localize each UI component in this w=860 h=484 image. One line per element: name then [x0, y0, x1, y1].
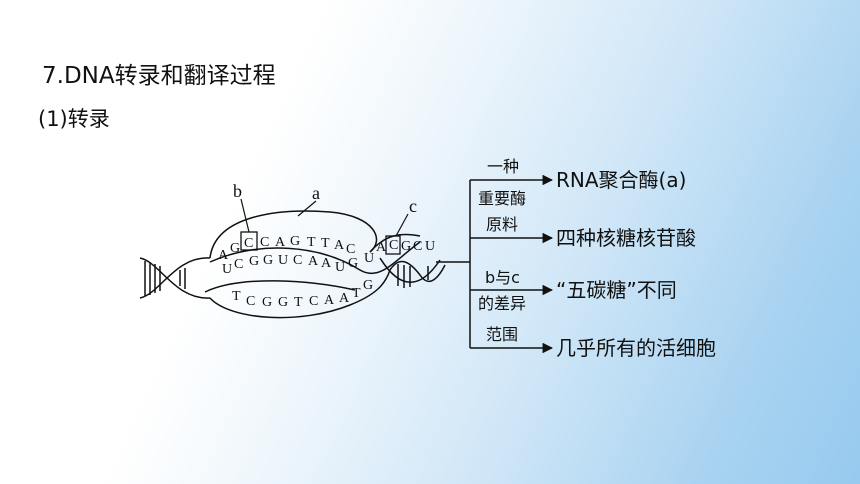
svg-text:A: A: [321, 256, 332, 271]
rna-right-bases: A C G C U: [376, 238, 435, 255]
lower-strand-bases: T C G G T C A A T G: [232, 278, 373, 310]
branch-left-1: 一种: [487, 157, 519, 176]
svg-text:A: A: [275, 235, 286, 250]
svg-text:C: C: [413, 239, 422, 254]
svg-text:G: G: [230, 241, 240, 256]
label-a: a: [312, 183, 320, 203]
svg-text:C: C: [244, 236, 253, 251]
svg-text:C: C: [246, 294, 255, 309]
svg-text:G: G: [363, 278, 373, 293]
svg-text:A: A: [376, 240, 387, 255]
upper-strand-bases: A G C C A G T T A C U: [218, 234, 374, 266]
svg-text:T: T: [307, 235, 316, 250]
svg-text:C: C: [260, 235, 269, 250]
svg-text:C: C: [293, 253, 302, 268]
svg-text:T: T: [294, 295, 303, 310]
svg-text:A: A: [218, 248, 229, 263]
transcription-bubble: [204, 210, 421, 319]
svg-text:A: A: [334, 238, 345, 253]
svg-text:G: G: [262, 295, 272, 310]
svg-text:T: T: [321, 236, 330, 251]
box-c: [385, 235, 401, 255]
branch-right-material: 四种核糖核苷酸: [556, 226, 696, 250]
svg-text:G: G: [249, 254, 259, 269]
branch-left-4: b与c: [485, 268, 520, 287]
svg-text:A: A: [308, 254, 319, 269]
svg-text:U: U: [335, 260, 345, 275]
svg-text:U: U: [222, 262, 232, 277]
branch-right-difference: “五碳糖”不同: [556, 278, 677, 302]
branch-right-enzyme: RNA聚合酶(a): [556, 168, 686, 192]
label-b: b: [233, 181, 242, 201]
label-c: c: [409, 196, 417, 216]
svg-text:U: U: [425, 239, 435, 254]
svg-text:G: G: [348, 256, 358, 271]
svg-text:C: C: [309, 294, 318, 309]
branch-left-2: 重要酶: [478, 189, 526, 208]
branch-left-5: 的差异: [478, 294, 526, 313]
branch-right-scope: 几乎所有的活细胞: [556, 336, 716, 360]
svg-text:C: C: [346, 242, 355, 257]
svg-text:U: U: [278, 253, 288, 268]
svg-text:A: A: [339, 291, 350, 306]
svg-text:G: G: [290, 234, 300, 249]
section-subtitle: (1)转录: [38, 107, 110, 131]
svg-text:T: T: [232, 289, 241, 304]
svg-text:C: C: [389, 238, 398, 253]
left-helix: [139, 257, 211, 299]
page-title: 7.DNA转录和翻译过程: [42, 63, 276, 89]
svg-text:U: U: [364, 251, 374, 266]
svg-text:G: G: [401, 239, 411, 254]
branch-connector: [436, 174, 554, 354]
branch-left-6: 范围: [486, 325, 518, 344]
svg-text:C: C: [234, 257, 243, 272]
svg-text:G: G: [263, 253, 273, 268]
svg-text:T: T: [352, 286, 361, 301]
rna-strand-bases: U C G G U C A A U G: [222, 253, 358, 277]
branch-left-3: 原料: [486, 215, 518, 234]
svg-text:A: A: [324, 293, 335, 308]
svg-text:G: G: [278, 295, 288, 310]
